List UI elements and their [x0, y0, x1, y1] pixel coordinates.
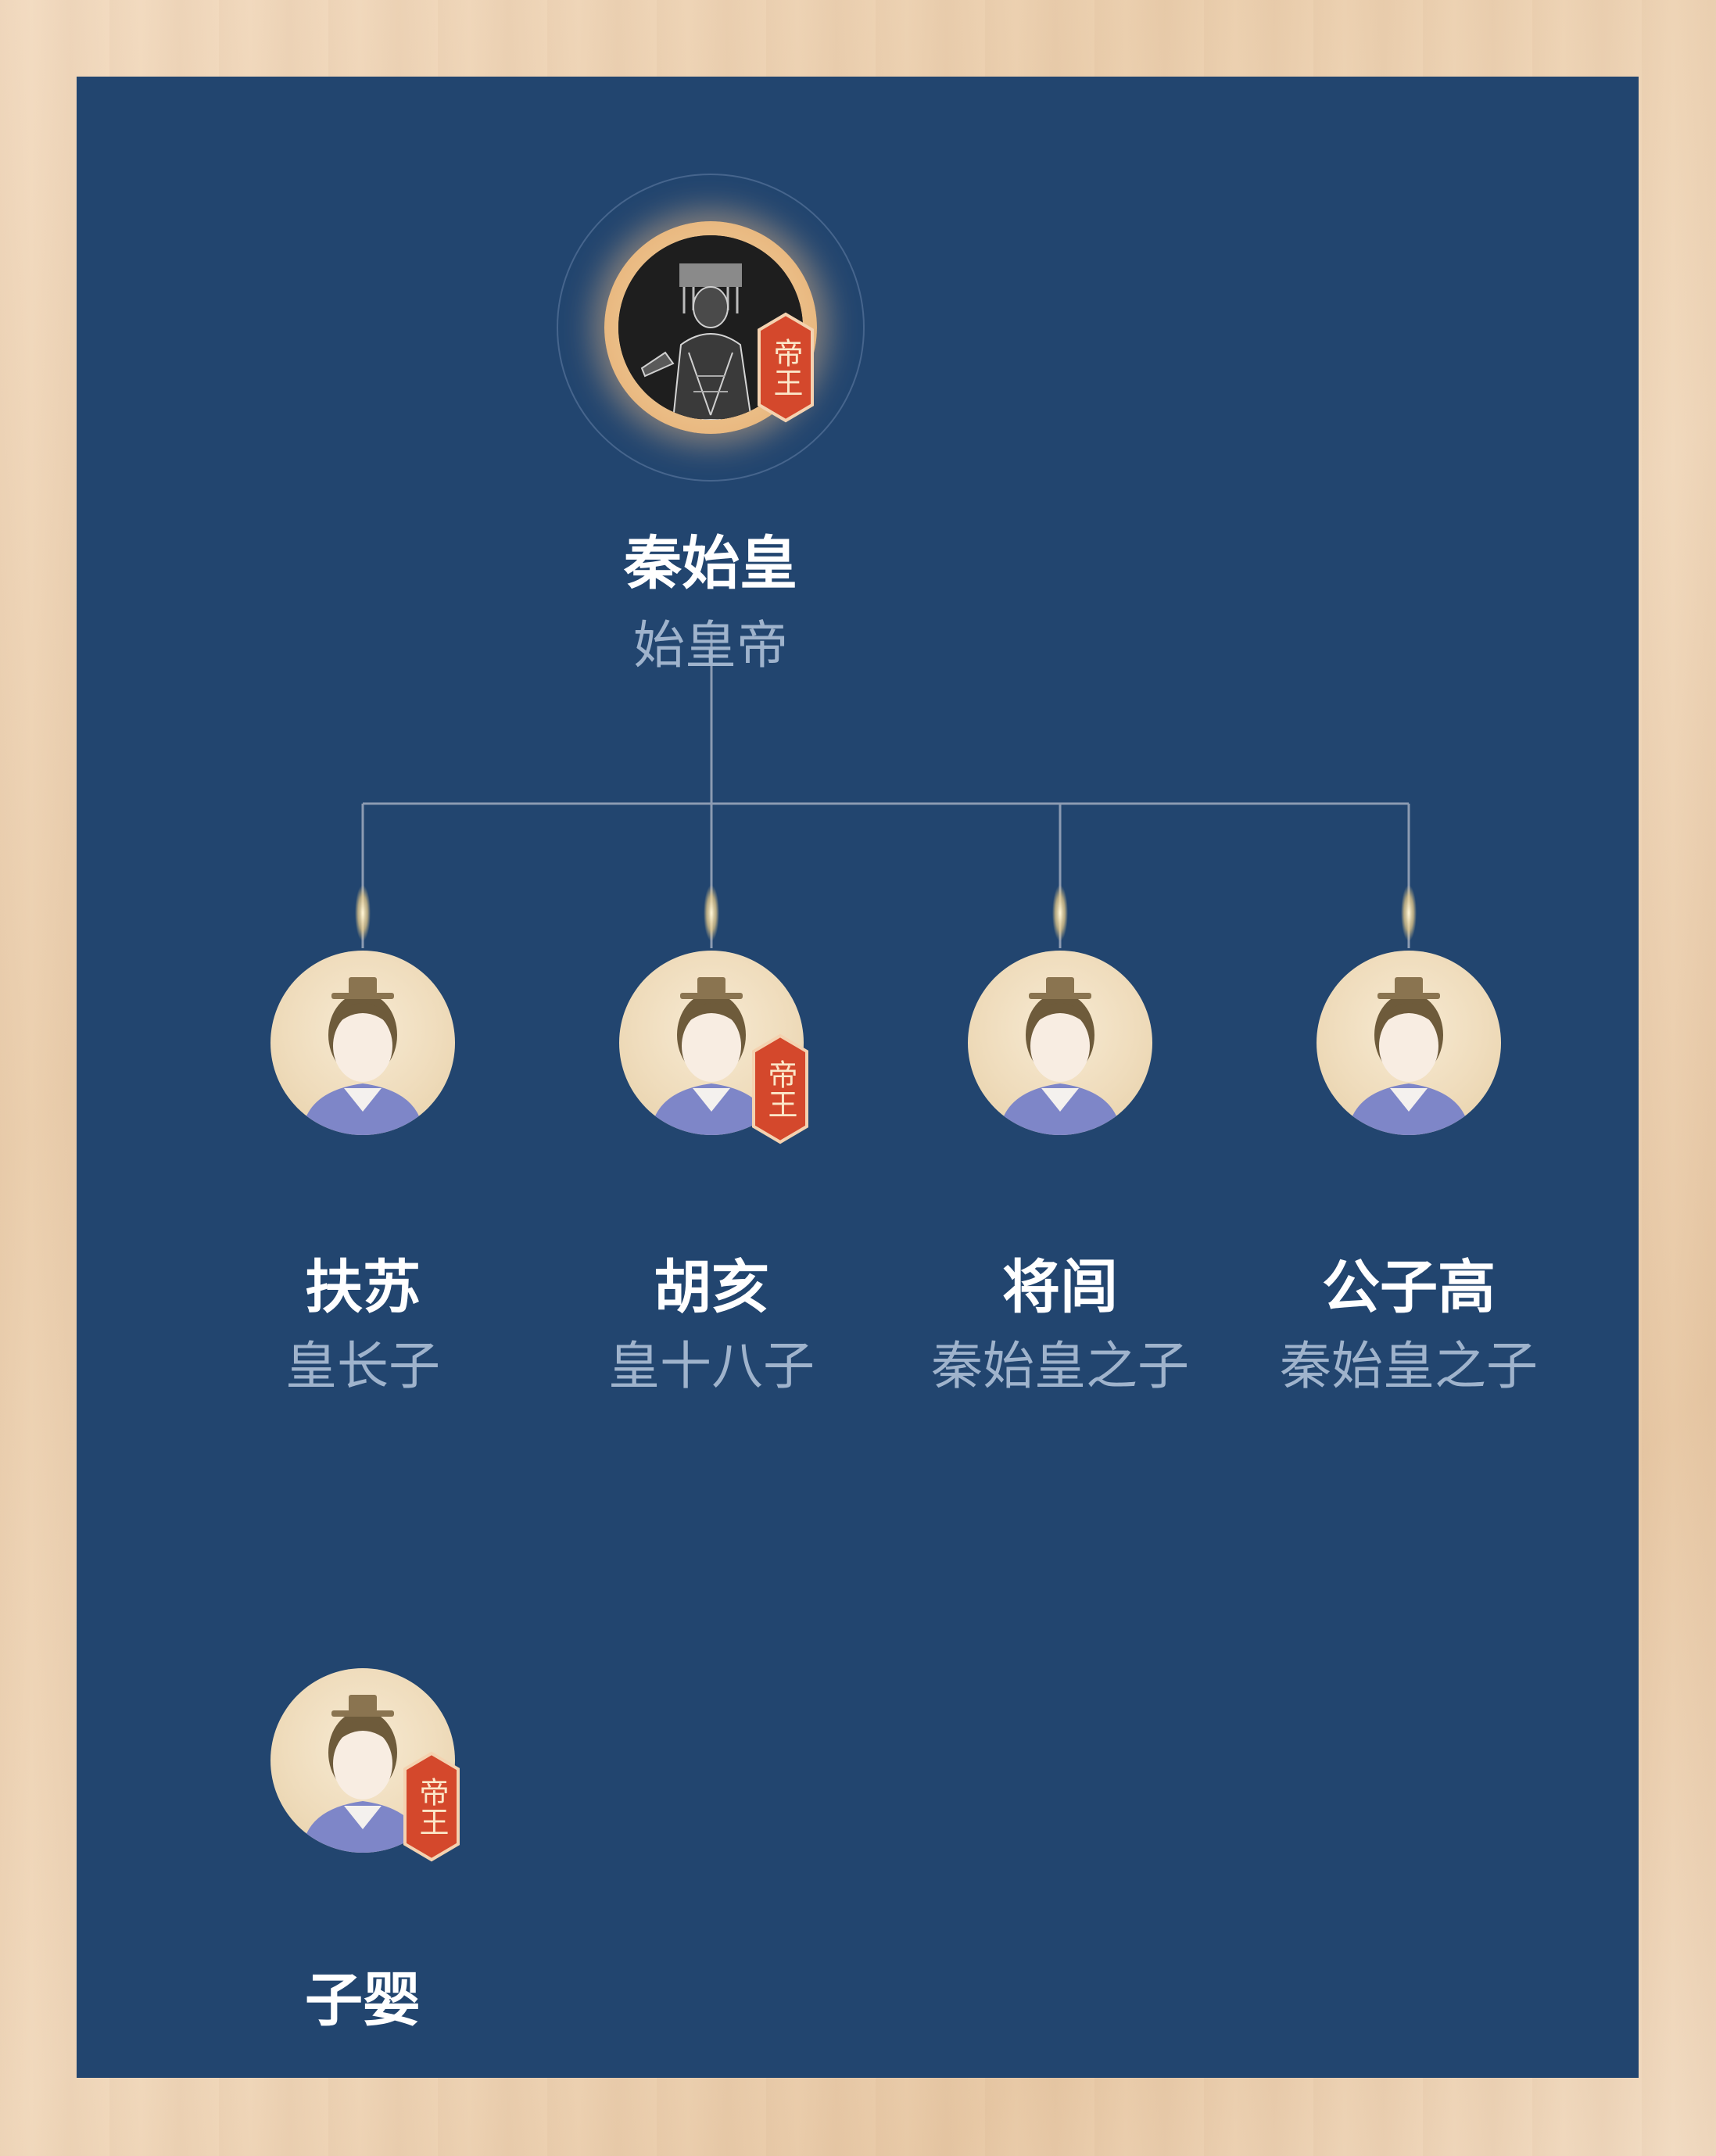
- person-placeholder-icon: [270, 951, 455, 1135]
- child-title-4: 秦始皇之子: [1229, 1335, 1589, 1398]
- child-title-2: 皇十八子: [532, 1335, 891, 1398]
- person-placeholder-icon: [968, 951, 1152, 1135]
- root-emperor-badge: 帝王: [756, 311, 815, 424]
- child-name-2[interactable]: 胡亥: [532, 1252, 891, 1323]
- glow-mark-3: [1052, 885, 1068, 941]
- root-title: 始皇帝: [531, 614, 890, 677]
- child-title-3: 秦始皇之子: [880, 1335, 1240, 1398]
- child-name-4[interactable]: 公子高: [1229, 1252, 1589, 1323]
- child-title-1: 皇长子: [183, 1335, 543, 1398]
- child-name-3[interactable]: 将闾: [880, 1252, 1240, 1323]
- person-placeholder-icon: [1317, 951, 1501, 1135]
- glow-mark-2: [704, 885, 719, 941]
- child-2-badge-label: 帝王: [751, 1050, 810, 1128]
- root-badge-label: 帝王: [756, 328, 815, 406]
- glow-mark-1: [355, 885, 371, 941]
- root-name[interactable]: 秦始皇: [531, 528, 890, 599]
- child-avatar-3[interactable]: [968, 951, 1152, 1135]
- glow-mark-4: [1401, 885, 1417, 941]
- grandchild-emperor-badge: 帝王: [402, 1750, 461, 1863]
- child-name-1[interactable]: 扶苏: [183, 1252, 543, 1323]
- child-2-emperor-badge: 帝王: [751, 1033, 810, 1145]
- child-avatar-1[interactable]: [270, 951, 455, 1135]
- family-tree-panel: 帝王 秦始皇 始皇帝 扶苏 皇长子 帝王 胡: [77, 77, 1639, 2078]
- child-avatar-4[interactable]: [1317, 951, 1501, 1135]
- grandchild-badge-label: 帝王: [402, 1767, 461, 1846]
- grandchild-name[interactable]: 子婴: [183, 1965, 543, 2036]
